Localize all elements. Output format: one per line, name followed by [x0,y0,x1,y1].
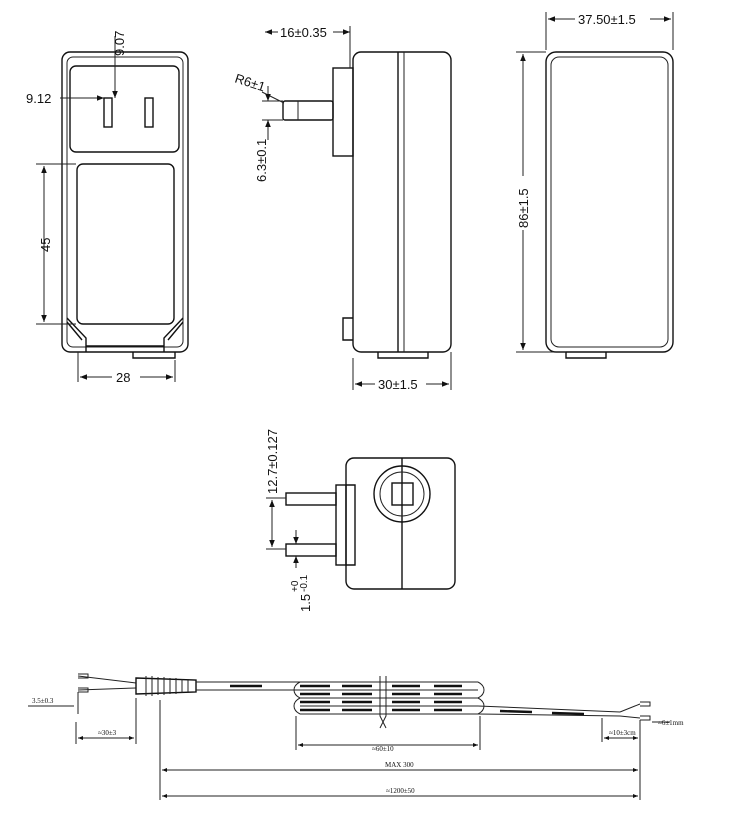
dim-pin-width: 9.07 [112,31,127,56]
bottom-pin-base [335,484,347,566]
front-pin-left [103,97,113,128]
cable-coil-lines [300,681,478,715]
side-pin-base [332,67,354,157]
cable-view: 3.5±0.3 ≈30±3 ≈60±10 ≈10±3cm ≈6±1mm MAX … [28,673,684,800]
dim-coil: ≈60±10 [372,745,394,753]
dim-pin-height: 6.3±0.1 [254,139,269,182]
bottom-pin-bottom [285,543,337,557]
cable-right-leads [619,703,641,719]
dim-pin-radius: R6±1 [233,71,267,95]
cable-left-lead-top [77,675,137,684]
dim-bottom-pin-spacing: 12.7±0.127 [265,429,280,494]
dim-pin-length-bg [278,24,333,39]
cable-strain-relief [135,677,197,695]
front-plug-recess [69,65,180,153]
end-inner-outline [550,56,669,348]
dim-depth: 30±1.5 [378,377,418,392]
cable-tie [379,676,387,729]
bottom-pin-base-inner [346,484,356,566]
front-foot [132,352,176,359]
end-outline [545,51,674,353]
cable-coil-loops [293,681,485,715]
bottom-pin-top [285,492,337,506]
bottom-outline [345,457,456,590]
dc-socket-inner [379,471,425,517]
side-step [342,317,353,341]
cable-left-lead-tips [78,673,89,693]
side-pin [282,100,334,121]
front-view: 9.07 9.12 45 28 [26,31,189,385]
cable-main-left [196,681,300,691]
dim-label-height: 45 [38,238,53,252]
cable-marking-right-2 [551,711,585,716]
dim-pin-spacing: 9.12 [26,91,51,106]
dim-right-strip: ≈10±3cm [609,729,636,737]
cable-marking-right-1 [499,709,533,714]
front-corner-right [163,317,184,352]
cable-strain-relief-ribs [145,676,189,696]
dim-pin-length: 16±0.35 [280,25,327,40]
side-outline [352,51,452,353]
dim-pin-thickness-tol-upper: +0 [290,580,301,592]
dim-pin-thickness: 1.5 [298,594,313,612]
end-foot [565,352,607,359]
side-foot [377,352,429,359]
dim-total-length: ≈1200±50 [386,787,415,795]
side-view: 16±0.35 R6±1 6.3±0.1 30±1.5 [233,24,452,392]
dim-right-lead: ≈6±1mm [658,719,684,727]
bottom-view: 12.7±0.127 1.5 +0 -0.1 [265,429,456,612]
dim-left-lead: ≈30±3 [98,729,117,737]
dim-body-width: 28 [116,370,130,385]
cable-right-lead-tips [640,701,651,721]
dim-max-length: MAX 300 [385,761,414,769]
front-outline [61,51,189,353]
front-label-area [76,163,175,325]
end-view: 37.50±1.5 86±1.5 [516,12,674,359]
front-inner-outline [66,56,184,348]
dc-socket-outer [373,465,431,523]
cable-main-right [477,705,621,717]
dim-end-height: 86±1.5 [516,188,531,228]
dim-end-width: 37.50±1.5 [578,12,636,27]
dim-pin-thickness-tol-lower: -0.1 [299,574,310,592]
cable-coil-markings [300,684,462,712]
dim-strip-length: 3.5±0.3 [32,697,54,705]
front-pin-right [144,97,154,128]
dc-socket-core [391,482,414,506]
front-corner-left [66,317,87,352]
